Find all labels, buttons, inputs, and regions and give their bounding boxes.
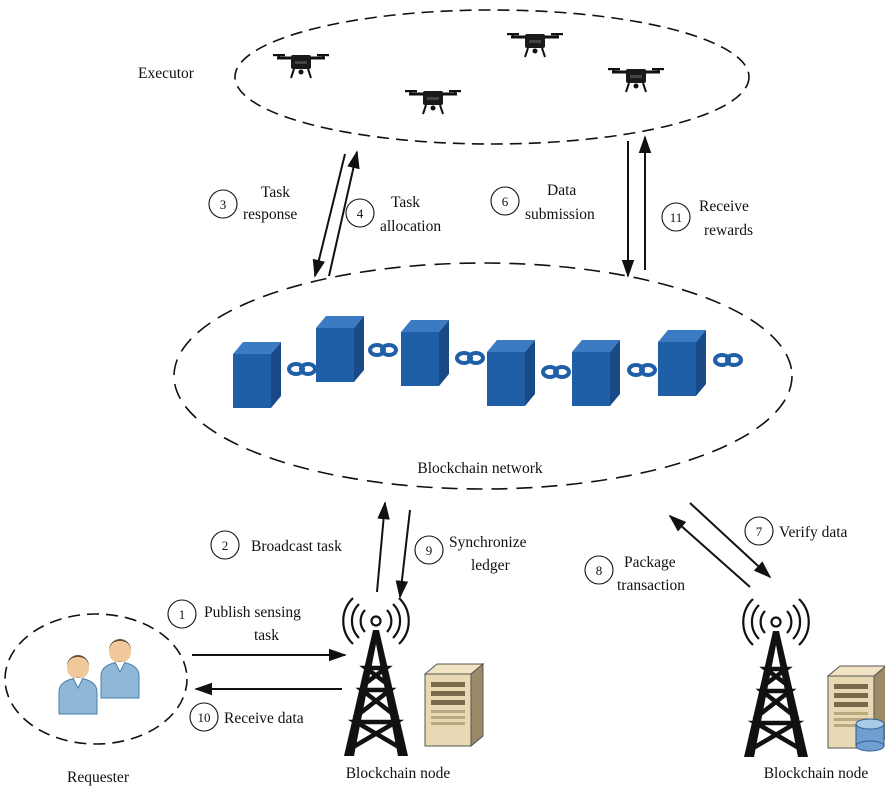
step-number: 9 (426, 543, 433, 558)
tower-icon (343, 598, 409, 756)
step-label: Task (391, 194, 420, 211)
step-label: Data (547, 182, 576, 199)
executor-label: Executor (138, 65, 195, 82)
step-label: Synchronize (449, 534, 527, 551)
step-label: task (254, 627, 279, 644)
chain-link-icon (368, 343, 398, 357)
step-number: 10 (198, 710, 211, 725)
blockchain-network-label: Blockchain network (417, 460, 543, 477)
arrow-task-response (312, 153, 346, 278)
step-4: 4 Task allocation (345, 194, 441, 235)
tower-icon (743, 599, 809, 757)
step-label: Publish sensing (204, 604, 301, 621)
block-icon (658, 330, 706, 396)
step-label: Package (624, 554, 676, 571)
block-icon (487, 340, 535, 406)
executor-ellipse (234, 9, 750, 145)
step-3: 3 Task response (208, 184, 297, 223)
arrow-synchronize-ledger (395, 509, 411, 599)
step-10: 10 Receive data (189, 702, 304, 732)
block-icon (401, 320, 449, 386)
arrow-broadcast-task (376, 501, 390, 593)
blockchain-node-left-label: Blockchain node (346, 765, 451, 782)
requester-label: Requester (67, 769, 130, 786)
step-label: Broadcast task (251, 538, 342, 555)
chain-link-icon (627, 363, 657, 377)
drone-icon (271, 52, 331, 80)
step-label: response (243, 206, 297, 223)
step-1: 1 Publish sensing task (167, 599, 301, 644)
step-label: ledger (471, 557, 511, 574)
step-label: rewards (704, 222, 753, 239)
step-2: 2 Broadcast task (210, 530, 342, 560)
step-9: 9 Synchronize ledger (414, 534, 527, 574)
drone-icon (403, 88, 463, 116)
step-label: Task (261, 184, 290, 201)
database-icon (855, 718, 885, 752)
step-label: allocation (380, 218, 441, 235)
step-number: 4 (357, 206, 364, 221)
arrow-task-allocation (328, 150, 360, 277)
step-number: 6 (502, 194, 509, 209)
drone-icon (606, 66, 666, 94)
blockchain-node-right-label: Blockchain node (764, 765, 869, 782)
step-label: Receive (699, 198, 749, 215)
step-6: 6 Data submission (490, 182, 595, 223)
server-icon (424, 663, 484, 747)
block-icon (316, 316, 364, 382)
step-number: 3 (220, 197, 227, 212)
block-icon (572, 340, 620, 406)
step-number: 7 (756, 524, 763, 539)
blockchain-network-ellipse (173, 262, 793, 490)
arrow-verify-data (689, 502, 772, 579)
step-8: 8 Package transaction (584, 554, 685, 594)
step-number: 8 (596, 563, 603, 578)
person-icon (58, 654, 98, 715)
requester-ellipse (4, 613, 188, 745)
chain-link-icon (713, 353, 743, 367)
chain-link-icon (287, 362, 317, 376)
arrow-package-transaction (668, 514, 751, 588)
step-label: Receive data (224, 710, 304, 727)
step-number: 2 (222, 538, 229, 553)
person-icon (100, 638, 140, 699)
step-number: 1 (179, 607, 186, 622)
step-11: 11 Receive rewards (661, 198, 753, 239)
chain-link-icon (455, 351, 485, 365)
drone-icon (505, 31, 565, 59)
step-label: Verify data (779, 524, 848, 541)
step-label: submission (525, 206, 595, 223)
step-7: 7 Verify data (744, 516, 848, 546)
chain-link-icon (541, 365, 571, 379)
block-icon (233, 342, 281, 408)
step-label: transaction (617, 577, 685, 594)
step-number: 11 (670, 210, 683, 225)
